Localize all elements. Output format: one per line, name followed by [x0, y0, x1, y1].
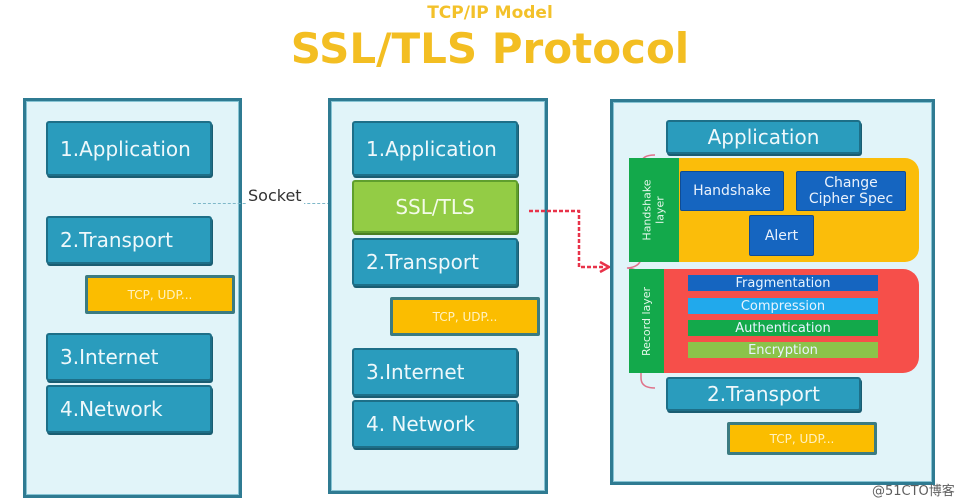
- tcp-udp-label: TCP, UDP...: [432, 309, 498, 324]
- layer-label: 4.Network: [60, 397, 163, 421]
- socket-label: Socket: [246, 186, 304, 205]
- handshake-protocol-box: Handshake: [680, 171, 784, 211]
- layer-label: 1.Application: [60, 136, 191, 161]
- middle-layer-application: 1.Application: [352, 121, 518, 176]
- handshake-layer-label: Handshake layer: [629, 158, 679, 262]
- left-layer-transport: 2.Transport: [46, 216, 212, 264]
- right-layer-application: Application: [666, 120, 861, 154]
- layer-label: 1.Application: [366, 136, 497, 161]
- middle-layer-ssl-tls: SSL/TLS: [352, 180, 518, 233]
- record-layer-text: Record layer: [640, 286, 654, 356]
- expand-arrow: [529, 209, 620, 274]
- layer-label: 4. Network: [366, 412, 475, 436]
- left-tcp-udp-box: TCP, UDP...: [85, 275, 235, 314]
- record-function-label: Encryption: [748, 342, 818, 358]
- record-function-label: Authentication: [735, 320, 831, 336]
- record-function-label: Compression: [740, 298, 826, 314]
- middle-layer-network: 4. Network: [352, 400, 518, 448]
- middle-layer-transport: 2.Transport: [352, 238, 518, 286]
- layer-label: Application: [707, 125, 820, 149]
- diagram-subtitle: TCP/IP Model: [427, 3, 553, 23]
- alert-protocol-label: Alert: [764, 227, 799, 244]
- handshake-layer-text: Handshake layer: [641, 179, 667, 241]
- record-function-compression: Compression: [688, 298, 878, 314]
- left-layer-network: 4.Network: [46, 385, 212, 433]
- change-cipher-spec-box: Change Cipher Spec: [796, 171, 906, 211]
- layer-label: SSL/TLS: [395, 194, 475, 219]
- arrow-dashed-path: [529, 209, 605, 269]
- tcp-udp-label: TCP, UDP...: [127, 287, 193, 302]
- middle-tcp-udp-box: TCP, UDP...: [390, 297, 540, 336]
- layer-label: 2.Transport: [707, 382, 820, 406]
- record-function-label: Fragmentation: [735, 275, 831, 291]
- left-layer-application: 1.Application: [46, 121, 212, 176]
- layer-label: 2.Transport: [60, 228, 173, 252]
- record-layer-label: Record layer: [629, 269, 664, 373]
- record-function-fragmentation: Fragmentation: [688, 275, 878, 291]
- record-function-authentication: Authentication: [688, 320, 878, 336]
- right-layer-transport: 2.Transport: [666, 377, 861, 411]
- record-function-encryption: Encryption: [688, 342, 878, 358]
- middle-layer-internet: 3.Internet: [352, 348, 518, 396]
- alert-protocol-box: Alert: [749, 215, 814, 256]
- layer-label: 2.Transport: [366, 250, 479, 274]
- left-layer-internet: 3.Internet: [46, 333, 212, 381]
- handshake-protocol-label: Handshake: [693, 183, 771, 199]
- watermark: @51CTO博客: [872, 484, 955, 499]
- layer-label: 3.Internet: [366, 360, 465, 384]
- diagram-title: SSL/TLS Protocol: [290, 24, 690, 73]
- change-cipher-spec-label: Change Cipher Spec: [808, 175, 894, 207]
- layer-label: 3.Internet: [60, 345, 159, 369]
- tcp-udp-label: TCP, UDP...: [769, 431, 835, 446]
- right-tcp-udp-box: TCP, UDP...: [727, 422, 877, 455]
